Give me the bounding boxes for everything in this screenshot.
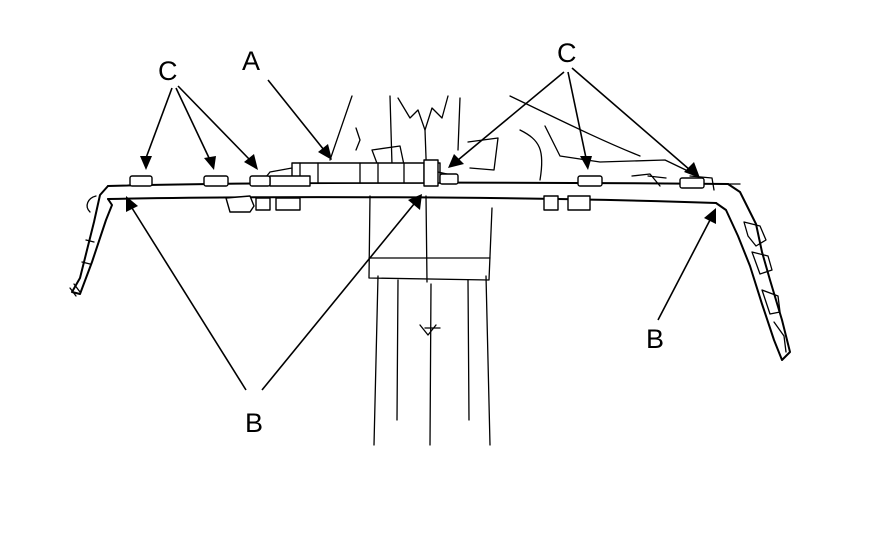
- callout-c-left: C: [158, 56, 178, 86]
- callout-leaders: [126, 67, 716, 391]
- mounting-clip: [249, 175, 271, 187]
- side-curtain-airbag: [69, 159, 791, 361]
- mounting-clip: [439, 173, 459, 185]
- person-figure: [329, 95, 691, 446]
- mounting-clip: [679, 177, 705, 189]
- callout-a: A: [242, 46, 260, 76]
- mounting-clip: [129, 175, 153, 187]
- mounting-clip: [577, 175, 603, 187]
- callout-b-right: B: [646, 324, 664, 354]
- callout-c-right: C: [557, 38, 577, 68]
- mounting-clip: [203, 175, 229, 187]
- callout-b-left: B: [245, 408, 263, 438]
